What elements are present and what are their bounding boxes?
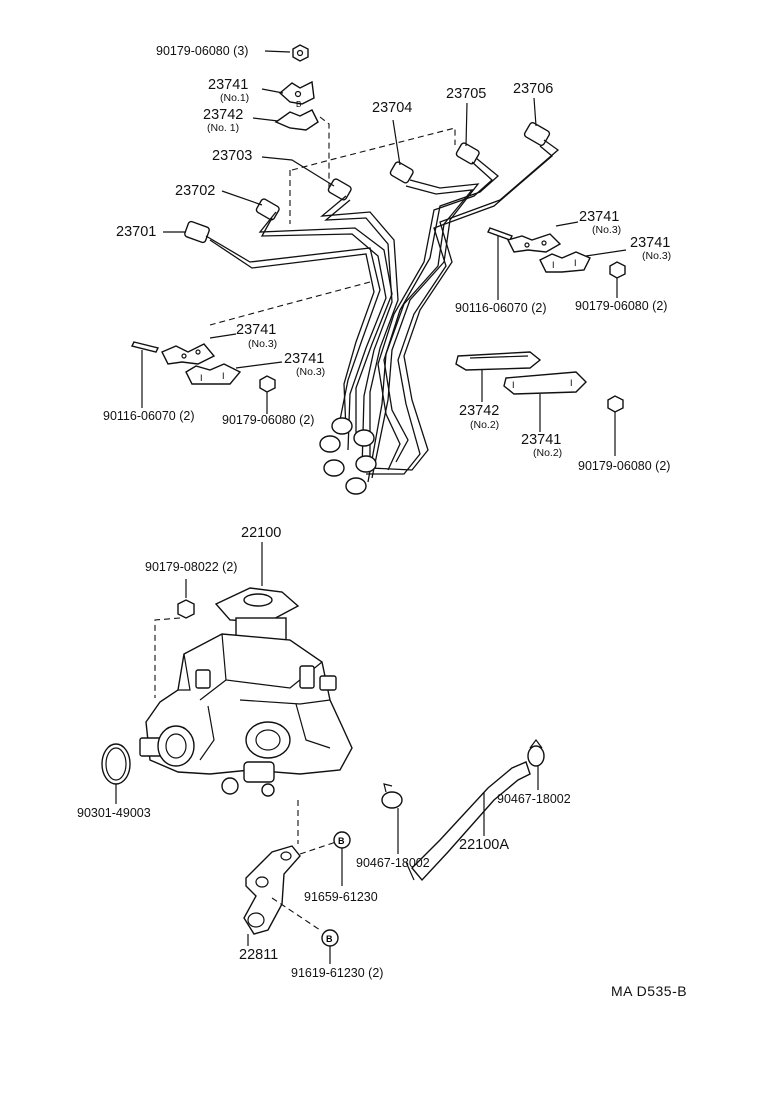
pipe-fitting-icon <box>331 417 353 435</box>
label-oring: 90301-49003 <box>77 806 151 820</box>
label-23706: 23706 <box>513 81 554 97</box>
label-22100: 22100 <box>241 525 282 541</box>
pipe-fitting-icon <box>255 198 280 221</box>
label-23704: 23704 <box>372 100 413 116</box>
hose-icon <box>405 761 531 882</box>
svg-text:I: I <box>200 373 203 383</box>
clamp-no2-icon: I I <box>503 371 587 395</box>
clamp-no3-icon: I I <box>185 363 242 385</box>
label-hose-clamp-right: 90467-18002 <box>497 792 571 806</box>
label-23742-no2: 23742 <box>459 403 500 419</box>
label-nut-left: 90179-06080 (2) <box>222 413 315 427</box>
pipe-fitting-icon <box>353 429 375 447</box>
label-23741-r2: 23741 <box>630 235 671 251</box>
label-23741-r1-sub: (No.3) <box>592 224 622 236</box>
svg-text:B: B <box>296 100 301 109</box>
svg-text:I: I <box>570 378 573 388</box>
o-ring-icon <box>101 743 131 785</box>
bolt-b-icon: B <box>321 929 339 947</box>
nut-icon <box>607 395 624 413</box>
clamp-no3-icon <box>506 233 562 253</box>
clamp2-no1-icon: B <box>274 100 319 131</box>
label-23741-l1: 23741 <box>236 322 277 338</box>
label-23741-l2: 23741 <box>284 351 325 367</box>
clamp-no3-icon <box>161 343 216 365</box>
pipe-fitting-icon <box>345 477 367 495</box>
bracket-icon <box>243 845 301 935</box>
label-bolt-b1: 91659-61230 <box>304 890 378 904</box>
pipe-fitting-icon <box>323 459 345 477</box>
hose-clamp-icon <box>381 783 403 809</box>
pipe-fitting-icon <box>523 121 551 147</box>
bolt-icon <box>130 341 160 353</box>
clamp-no3-icon: I I <box>539 251 591 273</box>
clamp-no2-icon <box>455 351 542 371</box>
pipe-fitting-icon <box>319 435 341 453</box>
pipe-fitting-icon <box>327 178 352 201</box>
label-23705: 23705 <box>446 86 487 102</box>
label-23702: 23702 <box>175 183 216 199</box>
hose-clamp-icon <box>527 739 545 767</box>
label-23741-no2-sub: (No.2) <box>533 447 563 459</box>
injection-pump-icon <box>139 587 353 797</box>
label-23742-no1: 23742 <box>203 107 244 123</box>
label-23741-r2-sub: (No.3) <box>642 250 672 262</box>
svg-text:I: I <box>552 260 555 270</box>
label-23741-l2-sub: (No.3) <box>296 366 326 378</box>
label-22100a: 22100A <box>459 837 509 853</box>
svg-text:I: I <box>222 371 225 381</box>
label-bolt-left: 90116-06070 (2) <box>103 409 195 423</box>
label-pump-nut: 90179-08022 (2) <box>145 560 238 574</box>
label-23741-no2: 23741 <box>521 432 562 448</box>
injection-pipes <box>184 121 560 495</box>
nut-icon <box>259 375 276 393</box>
label-23741-l1-sub: (No.3) <box>248 338 278 350</box>
pipe-fitting-icon <box>184 220 210 244</box>
label-23742-no2-sub: (No.2) <box>470 419 500 431</box>
label-bolt-right: 90116-06070 (2) <box>455 301 547 315</box>
label-bolt-b2: 91619-61230 (2) <box>291 966 384 980</box>
label-23741-no1-sub: (No.1) <box>220 92 250 104</box>
label-23741-no1: 23741 <box>208 77 249 93</box>
nut-icon <box>292 44 309 62</box>
svg-text:B: B <box>338 836 345 846</box>
drawing-code: MA D535-B <box>611 983 688 999</box>
label-hose-clamp-left: 90467-18002 <box>356 856 430 870</box>
label-23742-no1-sub: (No. 1) <box>207 122 240 134</box>
label-nut-right: 90179-06080 (2) <box>575 299 668 313</box>
label-nut-lower-right: 90179-06080 (2) <box>578 459 671 473</box>
svg-text:I: I <box>574 258 577 268</box>
label-23703: 23703 <box>212 148 253 164</box>
nut-icon <box>609 261 626 279</box>
svg-text:B: B <box>326 934 333 944</box>
label-nut-top: 90179-06080 (3) <box>156 44 249 58</box>
pipe-fitting-icon <box>455 142 480 165</box>
nut-icon <box>177 599 195 619</box>
label-23701: 23701 <box>116 224 157 240</box>
clamp-no1-icon <box>278 80 315 105</box>
pipe-fitting-icon <box>389 161 414 184</box>
bolt-icon <box>487 227 513 241</box>
svg-text:I: I <box>512 380 515 390</box>
bolt-b-icon: B <box>333 831 351 849</box>
label-23741-r1: 23741 <box>579 209 620 225</box>
label-22811: 22811 <box>239 947 279 963</box>
pipe-fitting-icon <box>355 455 377 473</box>
